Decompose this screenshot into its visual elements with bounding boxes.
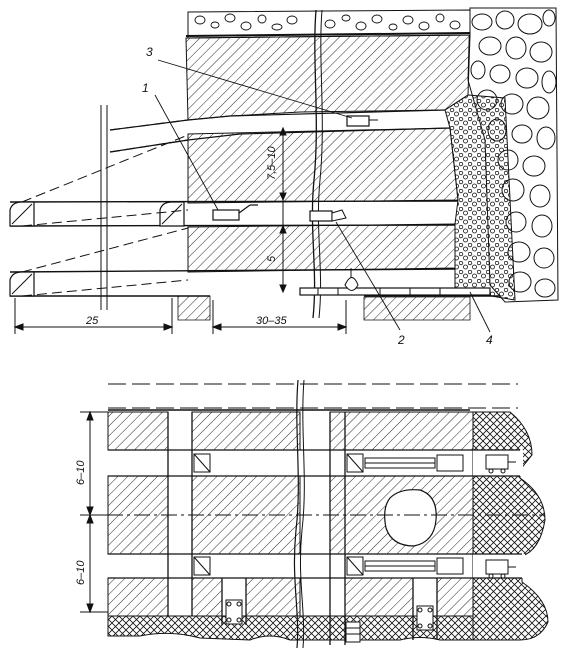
dimension-pillar-upper: 6–10 <box>75 460 87 485</box>
overburden-layer <box>185 9 471 39</box>
raise-shaft <box>311 9 317 319</box>
section-view: 1 3 2 4 7,5–10 5 25 30–35 <box>9 7 559 347</box>
stope-fill-bottom <box>107 615 474 641</box>
loader-2 <box>309 209 347 222</box>
lower-level-drift <box>9 227 500 297</box>
scraper-winch-1 <box>212 204 258 221</box>
broken-ore-mass <box>444 94 516 301</box>
dimension-height-upper: 7,5–10 <box>266 145 278 180</box>
rock-mass <box>177 34 471 321</box>
conveyor-lower <box>364 557 516 579</box>
upper-inclined-drift <box>109 109 451 153</box>
ore-cavity <box>384 489 437 547</box>
plan-view: 6–10 6–10 <box>75 379 549 649</box>
loader-plan-right <box>416 605 434 631</box>
callout-2-label: 2 <box>397 333 405 347</box>
plan-drifts <box>108 412 522 645</box>
pillar-dimensions <box>80 410 108 614</box>
callout-3-label: 3 <box>146 45 153 59</box>
dimension-height-lower: 5 <box>266 255 278 262</box>
stope-fill-right <box>472 411 549 641</box>
height-dimension <box>279 126 287 294</box>
conveyor-upper <box>364 454 516 474</box>
callout-leaders <box>154 59 491 333</box>
loader-plan-left <box>225 599 243 625</box>
steps-hatch <box>345 621 361 643</box>
drill-rig-3 <box>346 115 378 127</box>
callout-4-label: 4 <box>486 333 493 347</box>
dimension-span-left: 25 <box>85 315 99 327</box>
callout-1-label: 1 <box>142 81 149 95</box>
dimension-pillar-lower: 6–10 <box>75 560 87 585</box>
dimension-span-mid: 30–35 <box>256 315 287 327</box>
crossing-markers <box>193 453 364 576</box>
span-dimensions <box>13 298 348 334</box>
middle-level-drift <box>9 134 459 227</box>
